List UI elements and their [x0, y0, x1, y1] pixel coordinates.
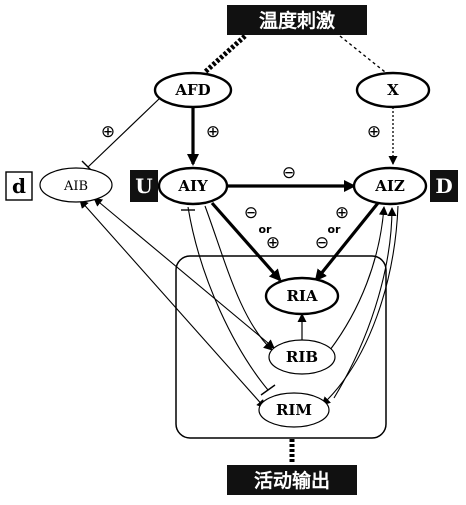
node-aib-label: AIB — [63, 179, 88, 194]
stimulus-to-afd-link — [203, 34, 247, 74]
tag-d-upper-text: D — [435, 174, 452, 198]
rim-to-aiz-connection — [333, 207, 397, 399]
node-aiz-label: AIZ — [374, 177, 405, 195]
afd-aib-plus-sign: ⊕ — [101, 122, 115, 142]
aiy-ria-minus-sign: ⊖ — [244, 203, 258, 223]
node-rim-label: RIM — [276, 401, 312, 419]
node-afd: AFD — [153, 71, 233, 109]
aiz-to-ria-connection — [314, 201, 380, 282]
tag-d-lower: d — [5, 171, 33, 201]
tag-u: U — [130, 170, 158, 202]
node-rim: RIM — [258, 392, 330, 428]
rib-to-aiz-connection — [329, 206, 388, 351]
aiy-to-rim-inhibition — [187, 206, 269, 391]
aiz-ria-or-text: or — [328, 223, 342, 236]
afd-to-aib-inhibition — [87, 97, 161, 168]
aiz-ria-plus-sign: ⊕ — [335, 203, 349, 223]
top-banner: 温度刺激 — [227, 5, 367, 35]
aiz-to-rim-connection — [321, 205, 399, 406]
afd-aiy-plus-sign: ⊕ — [206, 122, 220, 142]
aiy-ria-plus-sign: ⊕ — [266, 233, 280, 253]
stimulus-to-x-link — [339, 35, 386, 73]
aib-rim-connection — [79, 199, 266, 409]
node-ria: RIA — [264, 276, 340, 316]
node-rib: RIB — [268, 339, 336, 375]
x-aiz-plus-sign: ⊕ — [367, 122, 381, 142]
node-aiz: AIZ — [352, 166, 428, 206]
node-ria-label: RIA — [286, 287, 317, 305]
aiy-ria-or-text: or — [259, 223, 273, 236]
aiy-rim-bar — [260, 384, 276, 396]
aiy-to-rib-connection — [204, 205, 273, 351]
aiy-aiz-minus-sign: ⊖ — [282, 163, 296, 183]
top-banner-text: 温度刺激 — [259, 9, 335, 32]
bottom-banner-text: 活动输出 — [254, 469, 330, 492]
tag-d-lower-text: d — [12, 174, 26, 198]
tag-d-upper: D — [430, 170, 458, 202]
node-x-label: X — [387, 81, 399, 99]
bottom-banner: 活动输出 — [227, 465, 357, 495]
tag-u-text: U — [135, 174, 152, 198]
node-afd-label: AFD — [174, 81, 210, 99]
node-aib: AIB — [39, 167, 113, 203]
aiz-ria-minus-sign: ⊖ — [315, 233, 329, 253]
node-x: X — [355, 71, 431, 109]
node-rib-label: RIB — [286, 348, 318, 366]
node-aiy-label: AIY — [177, 177, 208, 195]
node-aiy: AIY — [157, 166, 229, 206]
